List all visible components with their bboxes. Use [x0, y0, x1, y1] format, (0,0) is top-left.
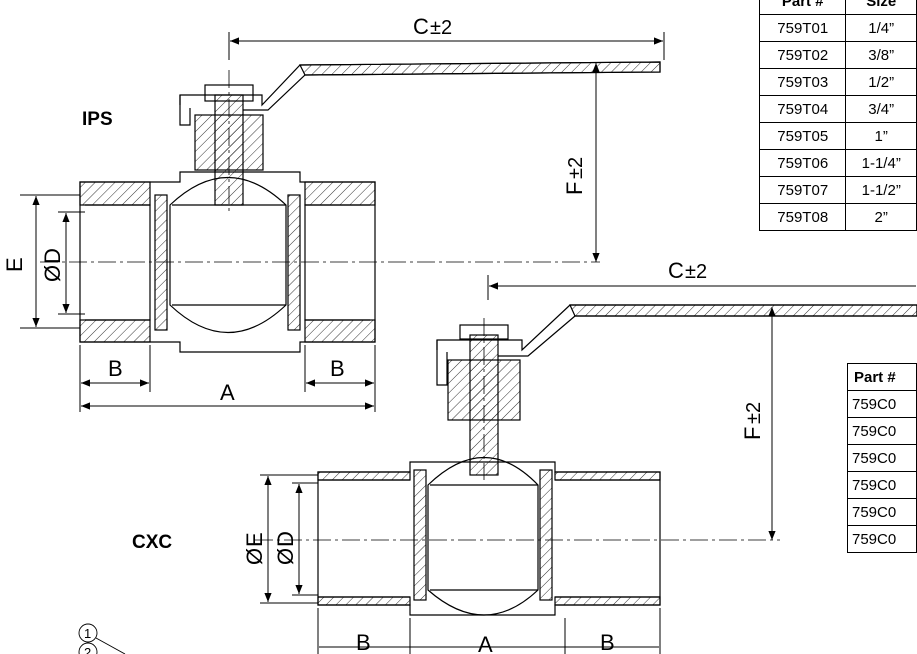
size-cell: 3/4” [845, 95, 917, 123]
part-number-cell: 759C0 [847, 525, 917, 553]
cxc-phi-symbol-d: Ø [273, 548, 298, 565]
table-row: 759C0 [847, 471, 917, 499]
ips-f-dim-label-group: F ±2 [562, 157, 587, 195]
cxc-f-dim-label: F [740, 427, 765, 440]
cxc-label: CXC [132, 532, 172, 553]
size-cell: 3/8” [845, 41, 917, 69]
ips-phi-symbol: Ø [40, 265, 65, 282]
ips-e-dim-label-group: E [2, 257, 27, 272]
cxc-part-table: Part # 759C0 759C0 759C0 759C0 759C0 759… [847, 363, 917, 553]
table-row: 759C0 [847, 444, 917, 472]
part-number-cell: 759T01 [758, 14, 847, 42]
cxc-table-header-part: Part # [847, 363, 917, 391]
part-number-cell: 759T04 [758, 95, 847, 123]
ips-dimensions [20, 32, 665, 412]
cxc-b-right-label: B [600, 630, 615, 654]
cxc-part-table-clip: Part # 759C0 759C0 759C0 759C0 759C0 759… [847, 363, 917, 608]
table-row: 759C0 [847, 525, 917, 553]
cxc-valve-drawing [317, 304, 917, 616]
part-number-cell: 759C0 [847, 390, 917, 418]
cxc-b-left-label: B [356, 630, 371, 654]
ips-label: IPS [82, 109, 113, 130]
size-cell: 1-1/2” [845, 176, 917, 204]
cxc-f-dim-label-group: F ±2 [740, 402, 765, 440]
part-number-cell: 759T03 [758, 68, 847, 96]
cxc-f-tol-label: ±2 [743, 402, 765, 424]
size-cell: 1-1/4” [845, 149, 917, 177]
ips-e-dim-label: E [2, 257, 27, 272]
ips-b-right-label: B [330, 356, 345, 381]
ips-table-header-part: Part # [758, 0, 847, 15]
ips-table-header-size: Size [845, 0, 917, 15]
part-number-cell: 759T06 [758, 149, 847, 177]
ips-c-tol-label: ±2 [430, 17, 452, 39]
ips-c-dim-label: C [413, 14, 429, 39]
callout-balloons [78, 623, 126, 654]
ips-d-dim-label-group: Ø D [40, 248, 65, 282]
table-row: 759C0 [847, 390, 917, 418]
part-number-cell: 759C0 [847, 417, 917, 445]
cxc-centerlines [255, 318, 780, 541]
ips-a-label: A [220, 380, 235, 405]
cxc-d-dim-label-group: Ø D [273, 531, 298, 565]
cxc-d-dim-label: D [273, 531, 298, 547]
cxc-table-header-row: Part # [847, 363, 917, 391]
size-cell: 2” [845, 203, 917, 231]
table-row: 759C0 [847, 417, 917, 445]
cxc-e-dim-label-group: Ø E [242, 532, 267, 565]
size-cell: 1” [845, 122, 917, 150]
ips-table-header-row: Part # Size [758, 0, 917, 15]
ips-d-dim-label: D [40, 248, 65, 264]
callout-1-number: 1 [84, 626, 91, 641]
cxc-c-tol-label: ±2 [685, 261, 707, 283]
size-cell: 1/4” [845, 14, 917, 42]
part-number-cell: 759T02 [758, 41, 847, 69]
ips-b-left-label: B [108, 356, 123, 381]
ips-f-tol-label: ±2 [565, 157, 587, 179]
table-row: 759C0 [847, 498, 917, 526]
size-cell: 1/2” [845, 68, 917, 96]
callout-2-number: 2 [84, 645, 91, 654]
cxc-phi-symbol-e: Ø [242, 548, 267, 565]
part-number-cell: 759C0 [847, 498, 917, 526]
cxc-a-label: A [478, 632, 493, 654]
part-number-cell: 759C0 [847, 444, 917, 472]
ips-f-dim-label: F [562, 182, 587, 195]
part-number-cell: 759C0 [847, 471, 917, 499]
cxc-dimensions [260, 275, 916, 654]
part-number-cell: 759T08 [758, 203, 847, 231]
part-number-cell: 759T07 [758, 176, 847, 204]
part-number-cell: 759T05 [758, 122, 847, 150]
cxc-e-dim-label: E [242, 532, 267, 547]
cxc-c-dim-label: C [668, 258, 684, 283]
ips-centerlines [40, 70, 600, 263]
